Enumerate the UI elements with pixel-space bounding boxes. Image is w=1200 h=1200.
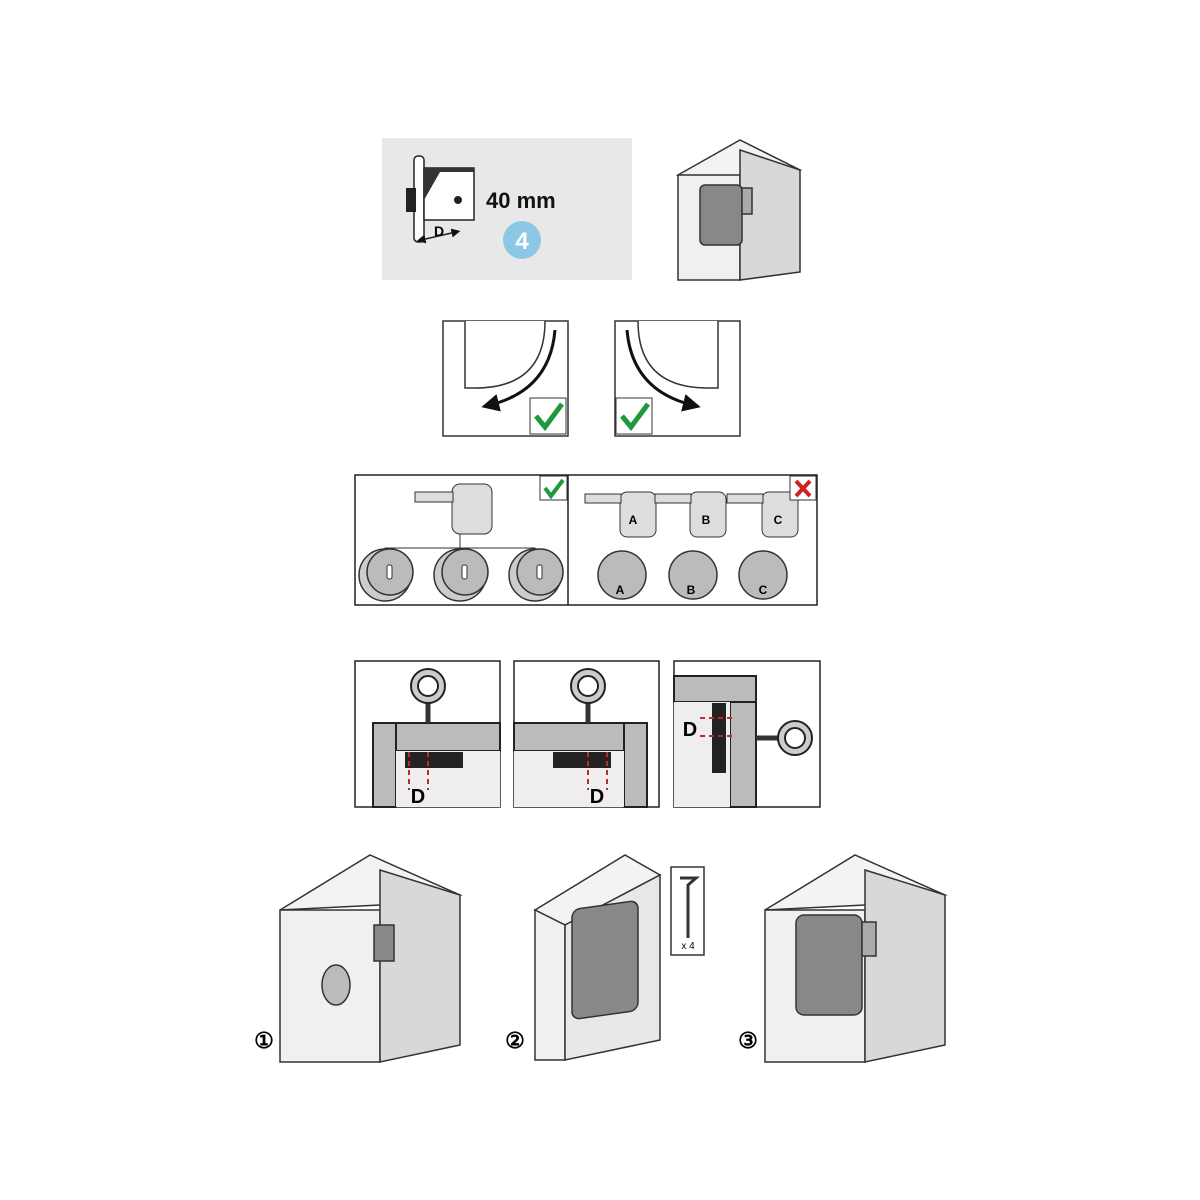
keyed-alike-check [539,475,568,501]
left-swing-panel [442,320,569,437]
check-icon [543,478,565,500]
cross-icon [794,479,812,498]
dimension-label: D [434,223,444,239]
screw-count: x 4 [681,941,695,952]
step-number: ① [254,1028,274,1053]
install-step-3: ③ [738,854,948,1063]
measure-panel-middle: D [513,660,660,808]
check-icon [620,402,651,432]
spec-panel: D 40 mm 4 [382,138,632,280]
size-badge [503,221,541,259]
keying-panel: A B C A B C [354,474,818,606]
mounted-lock-illustration [675,139,803,281]
key-label-b: B [702,513,711,527]
right-swing-panel [614,320,741,437]
size-badge-number: 4 [515,228,529,255]
screw-icon [680,876,700,938]
cylinder-label-a: A [616,583,625,597]
check-icon [534,402,565,432]
measure-panel-right: D [673,660,821,808]
dimension-label: D [683,719,697,741]
cylinder-label-b: B [687,583,696,597]
step-number: ② [505,1028,525,1053]
mortise-lock-icon: D [406,155,475,244]
cylinder-label-c: C [759,583,768,597]
backset-distance: 40 mm [486,188,556,213]
install-step-2: ② x 4 [505,854,705,1061]
measure-panel-left: D [354,660,501,808]
step-number: ③ [738,1028,758,1053]
dimension-label: D [411,786,425,808]
key-label-a: A [629,513,638,527]
install-step-1: ① [254,854,463,1063]
dimension-label: D [590,786,604,808]
key-label-c: C [774,513,783,527]
